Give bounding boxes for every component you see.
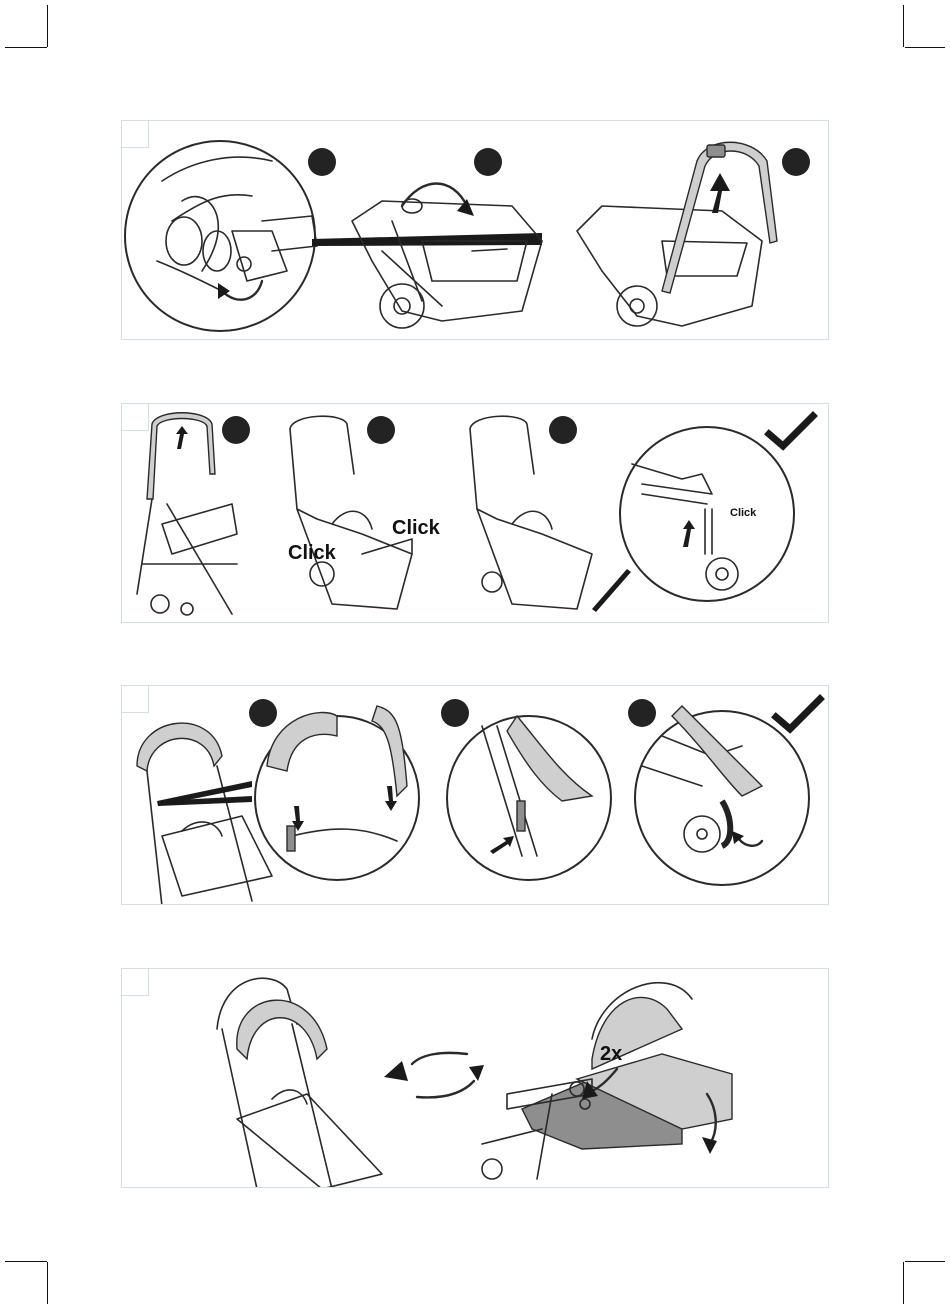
- step-badge-2: [474, 148, 502, 176]
- step-badge-3: [782, 148, 810, 176]
- step-badge-2: [441, 699, 469, 727]
- crop-mark-tl-h: [5, 47, 47, 48]
- instruction-panel-3: [121, 685, 829, 905]
- step-badge-1: [222, 416, 250, 444]
- step-badge-1: [249, 699, 277, 727]
- crop-mark-bl-h: [5, 1261, 47, 1262]
- crop-mark-tr-h: [905, 47, 945, 48]
- crop-mark-bl-v: [47, 1262, 48, 1304]
- instruction-panel-2: Click Click Click: [121, 403, 829, 623]
- repeat-count-label: 2x: [600, 1043, 622, 1066]
- check-mark-icon: [772, 695, 824, 735]
- crop-mark-br-h: [905, 1261, 945, 1262]
- step-badge-3: [549, 416, 577, 444]
- check-mark-icon: [765, 412, 817, 452]
- click-label-right: Click: [392, 517, 440, 540]
- click-label-left: Click: [288, 542, 336, 565]
- crop-mark-tl-v: [47, 5, 48, 47]
- crop-mark-br-v: [903, 1262, 904, 1304]
- stroller-canopy-back: [122, 969, 829, 1188]
- instruction-panel-1: [121, 120, 829, 340]
- instruction-panel-4: 2x: [121, 968, 829, 1188]
- click-label-zoom: Click: [730, 507, 756, 519]
- crop-mark-tr-v: [903, 5, 904, 47]
- step-badge-3: [628, 699, 656, 727]
- step-badge-1: [308, 148, 336, 176]
- zoom-detail-canopy-strap: [122, 686, 829, 905]
- step-badge-2: [367, 416, 395, 444]
